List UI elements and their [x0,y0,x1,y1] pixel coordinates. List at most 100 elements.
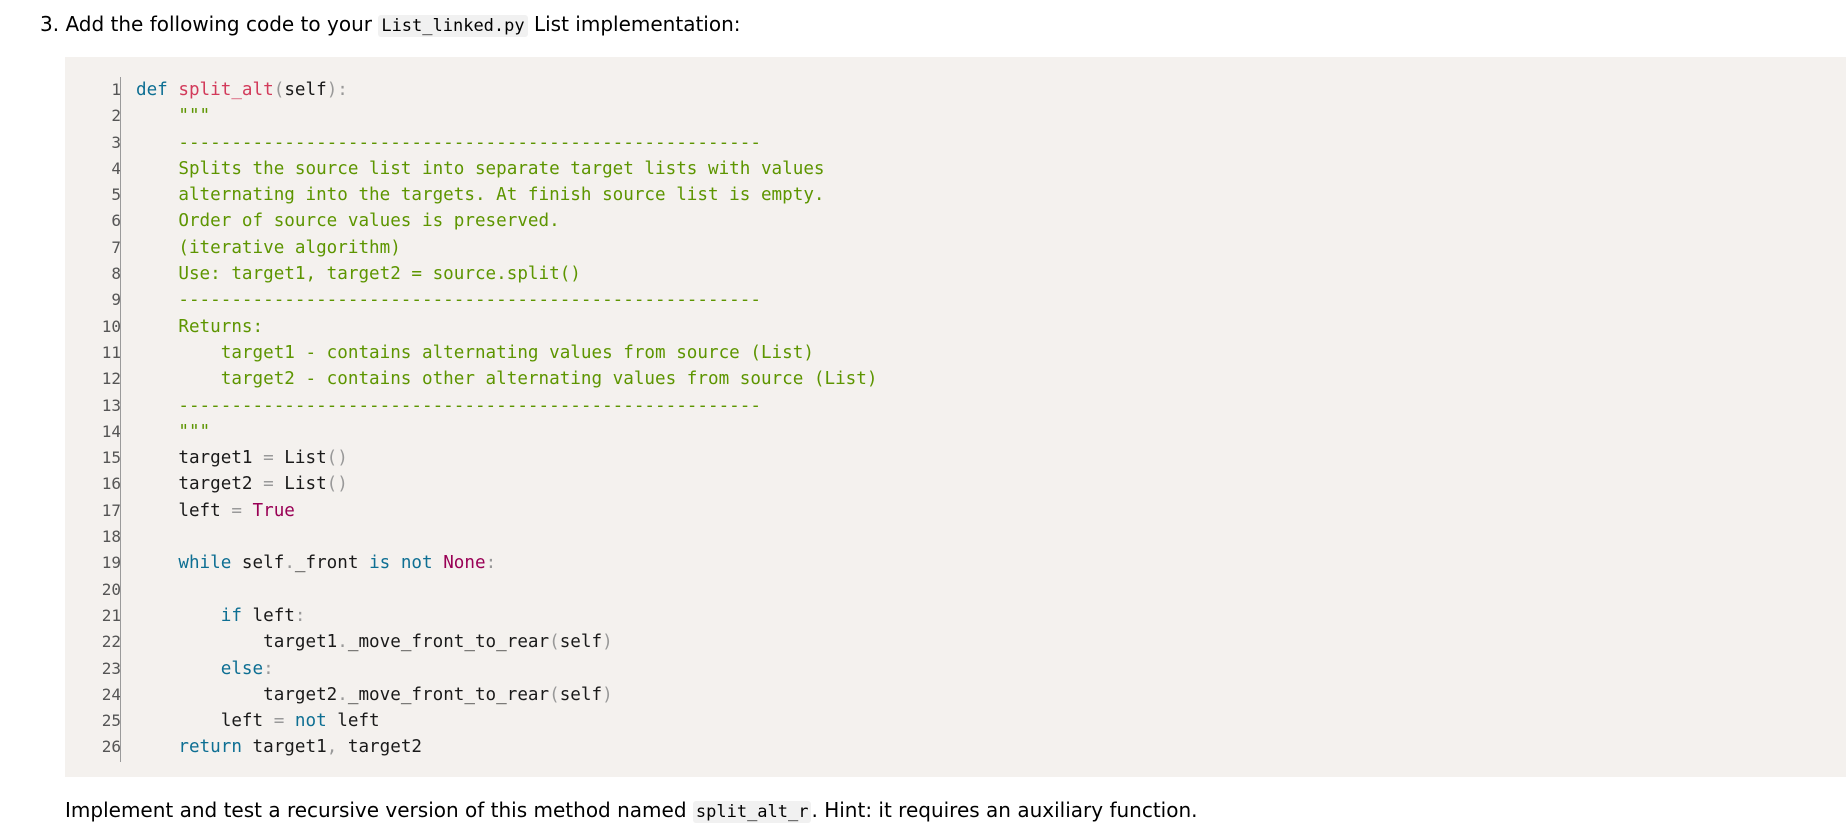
code-token: = [231,500,242,521]
code-token [136,659,221,679]
code-token: ----------------------------------------… [136,290,761,311]
code-token: . [337,632,348,653]
code-token [136,737,178,757]
code-token: = [273,711,285,732]
code-token: List [273,474,327,495]
code-token: ): [326,80,348,100]
code-line: ----------------------------------------… [136,130,877,156]
code-token: Splits the source list into separate tar… [136,158,825,179]
code-token: None [443,553,486,574]
code-line: left = not left [136,708,877,734]
code-token: left [326,711,380,732]
code-line: target2 - contains other alternating val… [136,366,878,392]
line-number: 18 [101,527,121,547]
code-line: Splits the source list into separate tar… [136,156,877,182]
code-token: def [136,80,168,100]
code-token: : [294,605,306,626]
code-token: target1 [241,737,327,758]
code-token: while [178,553,232,574]
line-number: 5 [111,185,121,205]
code-token: self [284,80,327,100]
code-token: target1 [136,632,338,653]
code-line: """ [136,103,877,129]
code-line: target1 - contains alternating values fr… [136,340,877,366]
line-number: 1 [111,80,121,99]
code-line: alternating into the targets. At finish … [136,182,877,208]
code-token [136,553,178,573]
code-line: target2 = List() [136,471,877,497]
code-token [242,501,253,521]
code-token: """ [136,106,211,127]
code-token: () [326,448,348,469]
code-line: while self._front is not None: [136,550,877,576]
code-line: """ [136,419,877,445]
code-token: ( [549,684,560,705]
code-token: """ [136,421,211,442]
code-token: . [337,684,348,705]
line-number: 19 [101,553,121,573]
code-token: else [220,658,264,679]
instruction-step-3: 3. Add the following code to your List_l… [40,10,741,40]
code-token: = [263,474,274,495]
code-token: _move_front_to_rear [347,632,550,653]
code-line: def split_alt(self): [136,77,877,103]
code-line: target1 = List() [136,445,877,471]
footer-suffix: . Hint: it requires an auxiliary functio… [811,798,1198,822]
code-line: target2._move_front_to_rear(self) [136,682,877,708]
code-token: _front [294,553,370,574]
line-number: 21 [101,605,121,625]
code-token: if [220,605,242,626]
exercise-instruction: Implement and test a recursive version o… [65,796,1198,826]
code-line: ----------------------------------------… [136,287,877,313]
code-token: split_alt [178,80,274,100]
code-token: ( [549,632,560,653]
code-token: () [326,474,348,495]
code-token [136,606,221,626]
line-number: 7 [111,237,121,257]
code-lines: def split_alt(self): """ ---------------… [136,77,877,761]
code-token: left [241,605,295,626]
instruction-prefix: 3. Add the following code to your [40,12,379,36]
code-line: left = True [136,498,877,524]
code-token: . [284,553,295,574]
code-token: _move_front_to_rear [347,684,550,705]
code-line [136,577,877,603]
line-number: 12 [101,369,121,389]
line-number: 20 [101,579,121,599]
code-token [433,553,444,573]
code-token: alternating into the targets. At finish … [136,185,825,206]
code-token: : [485,553,497,574]
code-token [168,80,179,100]
code-token: Use: target1, target2 = source.split() [136,264,581,285]
footer-prefix: Implement and test a recursive version o… [65,798,693,822]
code-line: target1._move_front_to_rear(self) [136,629,877,655]
line-number: 6 [111,211,121,231]
line-number: 16 [101,474,121,494]
code-token: ----------------------------------------… [136,132,761,153]
code-token: ----------------------------------------… [136,395,761,416]
line-number: 25 [101,711,121,731]
code-token: = [263,448,274,469]
code-line: return target1, target2 [136,734,877,760]
code-token: Order of source values is preserved. [136,211,560,232]
code-token: target1 - contains alternating values fr… [136,342,814,363]
line-number: 13 [101,395,121,415]
line-number: 2 [111,106,121,126]
code-token: target1 [136,448,264,469]
code-token: not [294,711,327,732]
code-token: target2 - contains other alternating val… [136,369,878,390]
line-number: 17 [101,500,121,520]
code-token: target2 [136,474,264,495]
line-number: 3 [111,132,121,152]
code-token: True [252,500,295,521]
code-line: Returns: [136,314,877,340]
code-token: return [178,737,242,758]
code-token: (iterative algorithm) [136,237,401,258]
code-line: Use: target1, target2 = source.split() [136,261,877,287]
code-token: , [326,737,338,758]
line-number: 4 [111,158,121,178]
line-number: 9 [111,290,121,310]
code-line: ----------------------------------------… [136,393,877,419]
